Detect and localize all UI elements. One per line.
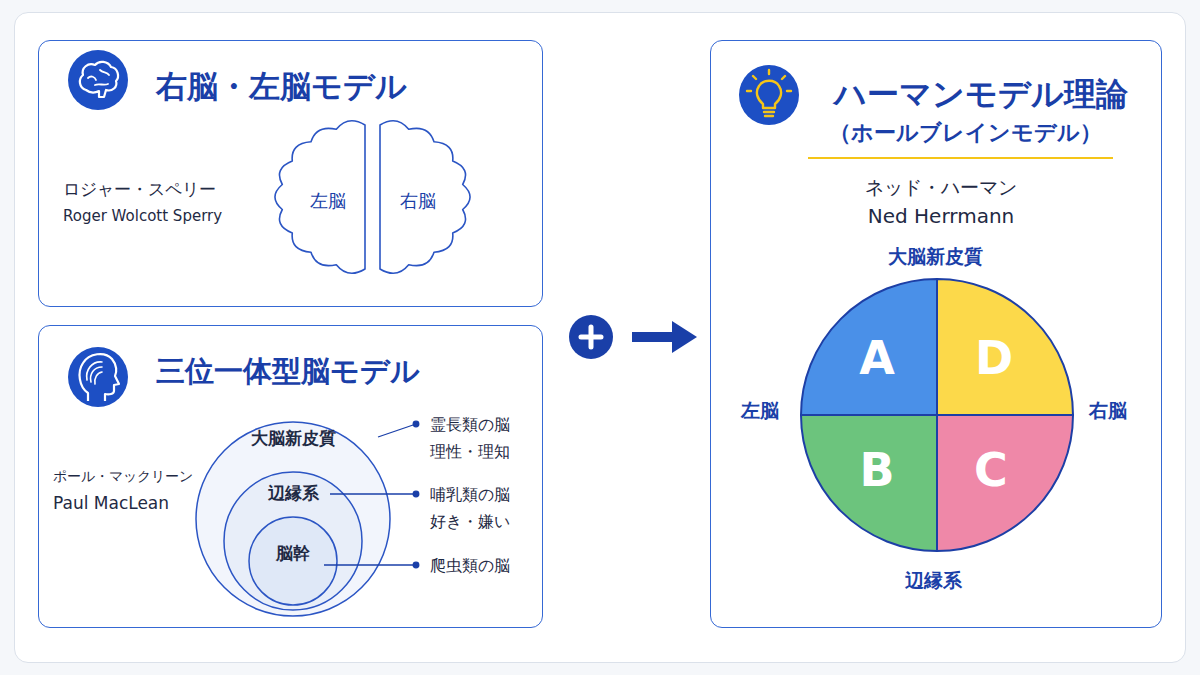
- quadrant: A: [801, 279, 937, 415]
- plus-disc: [569, 315, 613, 359]
- arrow-head: [672, 321, 697, 353]
- model-panel: ハーマンモデル理論（ホールブレインモデル） ネッド・ハーマンNed Herrman…: [710, 40, 1162, 628]
- model-panel: 三位一体型脳モデルポール・マックリーンPaul MacLean大脳新皮質辺縁系脳…: [38, 325, 543, 628]
- quadrant-shape: [937, 415, 1073, 551]
- leader-line: [324, 564, 416, 565]
- bulb-icon: [739, 65, 799, 125]
- head-icon: [68, 347, 128, 407]
- icon-disc: [68, 50, 128, 110]
- plus-sign: [581, 327, 601, 347]
- layer-circle-shape: [249, 517, 337, 605]
- hemisphere-label: 右脳: [376, 189, 460, 213]
- leader-dot: [413, 421, 419, 427]
- leader-line: [330, 493, 416, 494]
- quadrant-letter: D: [964, 330, 1024, 386]
- brain-icon: [68, 50, 128, 110]
- layer-label: 大脳新皮質: [195, 426, 391, 450]
- quadrant-letter: C: [961, 442, 1021, 498]
- quadrant-letter: B: [847, 442, 907, 498]
- layer-description: 爬虫類の脳: [430, 552, 550, 579]
- axis-label: 右脳: [1068, 397, 1148, 423]
- brain-hemisphere: 右脳: [376, 118, 472, 276]
- leader-dot: [413, 491, 419, 497]
- quadrant-letter: A: [847, 330, 907, 386]
- combine-symbol: [569, 315, 613, 359]
- layer-label: 脳幹: [248, 541, 338, 565]
- bulb-rays: [747, 70, 791, 116]
- panel-title: 三位一体型脳モデル: [156, 350, 536, 392]
- layer-label: 辺縁系: [223, 481, 363, 505]
- icon-disc: [68, 347, 128, 407]
- leader-line: [378, 424, 416, 437]
- layer-circle-shape: [224, 472, 362, 610]
- arrow-shaft: [632, 332, 676, 342]
- quadrant-shape: [801, 279, 937, 415]
- panel-title: 右脳・左脳モデル: [156, 65, 536, 107]
- brain-layer-circle: 大脳新皮質辺縁系脳幹: [195, 421, 391, 617]
- author-name-en: Ned Herrmann: [791, 202, 1091, 230]
- quadrant: C: [937, 415, 1073, 551]
- quadrant: D: [937, 279, 1073, 415]
- author-name-ja: ネッド・ハーマン: [791, 174, 1091, 200]
- brain-layers: [87, 362, 102, 384]
- hemisphere-label: 左脳: [283, 189, 373, 213]
- layer-circle-shape: [196, 422, 390, 616]
- title-divider: [808, 157, 1113, 159]
- author-name-ja: ロジャー・スペリー: [63, 177, 303, 201]
- panel-subtitle: （ホールブレインモデル）: [829, 117, 1149, 149]
- icon-disc: [739, 65, 799, 125]
- model-panel: 右脳・左脳モデルロジャー・スペリーRoger Wolcott Sperry左脳右…: [38, 40, 543, 307]
- head-profile: [80, 354, 119, 401]
- layer-description: 哺乳類の脳 好き・嫌い: [430, 481, 522, 535]
- layer-description: 霊長類の脳 理性・理知: [430, 411, 522, 465]
- brain-hemisphere: 左脳: [273, 118, 369, 276]
- brain-outline: [80, 62, 118, 97]
- leader-lines: [324, 421, 419, 568]
- quadrant: B: [801, 415, 937, 551]
- bulb-glass: [757, 81, 781, 108]
- leader-dot: [413, 562, 419, 568]
- axis-label: 左脳: [720, 397, 800, 423]
- brain-layer-circle: 辺縁系脳幹: [223, 471, 363, 611]
- quadrant-shape: [937, 279, 1073, 415]
- axis-label: 大脳新皮質: [855, 243, 1015, 269]
- quadrant-shape: [801, 415, 937, 551]
- axis-label: 辺縁系: [853, 567, 1013, 593]
- brain-layer-circle: 脳幹: [248, 516, 338, 606]
- brain-folds: [88, 70, 109, 85]
- panel-title: ハーマンモデル理論: [834, 72, 1154, 116]
- result-arrow: [632, 321, 697, 353]
